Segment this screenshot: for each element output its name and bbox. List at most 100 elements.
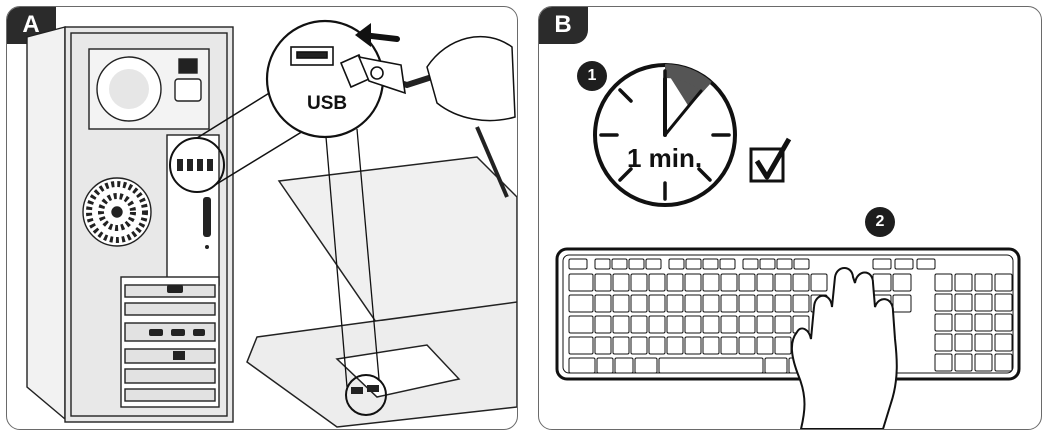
keyboard-key	[614, 357, 634, 374]
keyboard-key	[872, 258, 892, 270]
keyboard-key	[934, 273, 953, 292]
checkbox-checked-icon	[749, 137, 792, 183]
timer-clock-icon	[593, 63, 737, 207]
keyboard-key	[872, 273, 892, 292]
keyboard-key	[974, 313, 993, 332]
keyboard-key	[774, 336, 792, 355]
keyboard-key	[612, 315, 630, 334]
keyboard-key	[974, 273, 993, 292]
laptop-usb-zoom-ring	[345, 374, 387, 416]
keyboard-key	[974, 293, 993, 312]
keyboard-key	[764, 357, 788, 374]
keyboard-key	[738, 294, 756, 313]
keyboard-key	[774, 273, 792, 292]
panel-b-illustration: 1 min.	[555, 63, 1021, 429]
keyboard-key	[934, 353, 953, 372]
keyboard-key	[685, 258, 702, 270]
laptop	[246, 156, 517, 428]
keyboard-key	[630, 294, 648, 313]
keyboard-key	[666, 336, 684, 355]
keyboard-key	[954, 293, 973, 312]
keyboard-key	[994, 273, 1013, 292]
timer-label: 1 min.	[627, 143, 702, 173]
keyboard-key	[684, 294, 702, 313]
keyboard-key	[720, 336, 738, 355]
keyboard-key	[776, 258, 793, 270]
keyboard-key	[666, 273, 684, 292]
step-1-badge: 1	[577, 61, 607, 91]
keyboard-key	[756, 273, 774, 292]
usb-label: USB	[307, 93, 347, 114]
usb-port-icon	[290, 46, 334, 66]
keyboard-key	[648, 273, 666, 292]
keyboard-key	[568, 294, 594, 313]
keyboard-key	[954, 273, 973, 292]
keyboard-key	[630, 273, 648, 292]
keyboard-key	[756, 315, 774, 334]
insert-arrow-icon	[355, 23, 400, 47]
keyboard-key	[702, 315, 720, 334]
keyboard-key	[684, 273, 702, 292]
hand-on-keyboard-icon	[791, 267, 898, 429]
keyboard-key	[916, 258, 936, 270]
keyboard-key	[742, 258, 759, 270]
step-2-badge: 2	[865, 207, 895, 237]
keyboard-key	[666, 294, 684, 313]
keyboard-key	[568, 357, 596, 374]
keyboard-key	[568, 273, 594, 292]
keyboard-key	[738, 315, 756, 334]
keyboard-key	[720, 315, 738, 334]
keyboard-key	[594, 315, 612, 334]
keyboard-key	[645, 258, 662, 270]
keyboard-key	[759, 258, 776, 270]
keyboard-key	[702, 258, 719, 270]
keyboard-key	[611, 258, 628, 270]
keyboard-key	[892, 294, 912, 313]
keyboard-key	[658, 357, 764, 374]
keyboard-key	[648, 294, 666, 313]
keyboard-key	[702, 273, 720, 292]
keyboard-key	[954, 313, 973, 332]
keyboard-key	[994, 313, 1013, 332]
keyboard-key	[738, 336, 756, 355]
keyboard-key	[994, 333, 1013, 352]
keyboard-key	[612, 336, 630, 355]
hand-icon	[426, 35, 516, 122]
keyboard-key	[628, 258, 645, 270]
keyboard-key	[594, 258, 611, 270]
keyboard-key	[596, 357, 614, 374]
keyboard-key	[668, 258, 685, 270]
keyboard-key	[720, 294, 738, 313]
keyboard-key	[894, 258, 914, 270]
usb-plug-icon	[339, 53, 406, 95]
keyboard-key	[634, 357, 658, 374]
keyboard-key	[719, 258, 736, 270]
keyboard-key	[892, 273, 912, 292]
keyboard-key	[934, 293, 953, 312]
keyboard-key	[738, 273, 756, 292]
keyboard-key	[648, 336, 666, 355]
panel-a-usb-connection: A	[6, 6, 518, 430]
keyboard-key	[568, 258, 588, 270]
keyboard-key	[630, 315, 648, 334]
keyboard-key	[810, 273, 828, 292]
keyboard-key	[974, 353, 993, 372]
keyboard-key	[568, 336, 594, 355]
keyboard-key	[720, 273, 738, 292]
keyboard-key	[684, 315, 702, 334]
keyboard-key	[666, 315, 684, 334]
keyboard-key	[954, 333, 973, 352]
keyboard-key	[774, 294, 792, 313]
pc-tower	[26, 26, 234, 423]
keyboard-key	[756, 294, 774, 313]
keyboard-key	[792, 273, 810, 292]
keyboard-key	[594, 294, 612, 313]
keyboard-key	[594, 273, 612, 292]
keyboard-key	[792, 294, 810, 313]
keyboard-key	[702, 294, 720, 313]
keyboard-key	[994, 353, 1013, 372]
keyboard-key	[568, 315, 594, 334]
keyboard-key	[934, 313, 953, 332]
panel-b-keyboard-wait: B 1 2 1 min.	[538, 6, 1042, 430]
panel-a-illustration: USB	[26, 19, 517, 428]
